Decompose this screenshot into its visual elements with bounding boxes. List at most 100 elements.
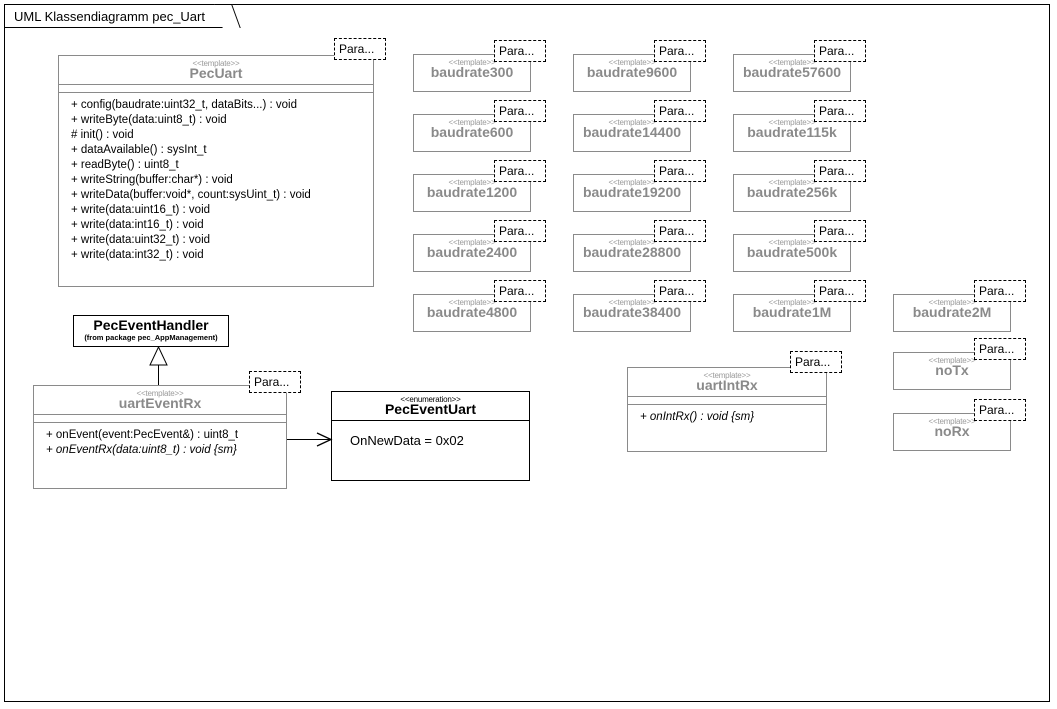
class-header-pecuart: <<template>> PecUart	[59, 56, 373, 84]
stereotype-label: <<template>>	[608, 178, 656, 187]
stereotype-label: <<template>>	[928, 356, 976, 365]
class-box-baudrate28800[interactable]: <<template>>baudrate28800	[573, 234, 691, 272]
class-header-baudrate300: <<template>>baudrate300	[414, 55, 530, 83]
template-parameter-tab[interactable]: Para...	[814, 220, 866, 242]
class-header-baudrate19200: <<template>>baudrate19200	[574, 175, 690, 203]
class-name-label: baudrate14400	[582, 124, 682, 140]
class-name-label: noTx	[935, 362, 969, 378]
stereotype-label: <<template>>	[448, 238, 496, 247]
template-parameter-tab[interactable]: Para...	[334, 38, 386, 60]
class-name-label: baudrate9600	[586, 64, 678, 80]
class-header-baudrate115k: <<template>>baudrate115k	[734, 115, 850, 143]
method-row: + config(baudrate:uint32_t, dataBits...)…	[71, 99, 297, 111]
class-box-baudrate2m[interactable]: <<template>>baudrate2M	[893, 294, 1011, 332]
template-parameter-tab[interactable]: Para...	[494, 100, 546, 122]
stereotype-label: <<template>>	[768, 178, 816, 187]
class-box-pecuart[interactable]: <<template>> PecUart + config(baudrate:u…	[58, 55, 374, 287]
template-parameter-tab[interactable]: Para...	[249, 371, 301, 393]
template-parameter-tab[interactable]: Para...	[494, 40, 546, 62]
template-parameter-tab[interactable]: Para...	[654, 40, 706, 62]
method-row: + write(data:uint32_t) : void	[71, 234, 211, 246]
stereotype-label: <<template>>	[768, 58, 816, 67]
class-box-baudrate14400[interactable]: <<template>>baudrate14400	[573, 114, 691, 152]
template-parameter-tab[interactable]: Para...	[494, 160, 546, 182]
template-parameter-tab[interactable]: Para...	[494, 280, 546, 302]
class-header-baudrate2400: <<template>>baudrate2400	[414, 235, 530, 263]
template-parameter-tab[interactable]: Para...	[654, 280, 706, 302]
template-parameter-tab[interactable]: Para...	[974, 280, 1026, 302]
compartment-separator	[59, 84, 373, 85]
generalization-arrowhead-icon	[149, 346, 168, 366]
class-box-peceventhandler[interactable]: PecEventHandler (from package pec_AppMan…	[73, 315, 229, 347]
class-name-label: noRx	[934, 423, 970, 439]
class-box-baudrate256k[interactable]: <<template>>baudrate256k	[733, 174, 851, 212]
diagram-title-tab: UML Klassendiagramm pec_Uart	[4, 4, 231, 28]
attribute-compartment	[34, 415, 286, 422]
operation-compartment-pecuart: + config(baudrate:uint32_t, dataBits...)…	[59, 93, 373, 269]
compartment-separator	[34, 414, 286, 415]
stereotype-label: <<enumeration>>	[400, 395, 461, 404]
template-parameter-tab[interactable]: Para...	[654, 160, 706, 182]
method-row: + writeByte(data:uint8_t) : void	[71, 114, 227, 126]
class-header-baudrate9600: <<template>>baudrate9600	[574, 55, 690, 83]
compartment-separator	[332, 420, 529, 421]
template-parameter-tab[interactable]: Para...	[974, 338, 1026, 360]
class-header-norx: <<template>> noRx	[894, 414, 1010, 442]
template-parameter-tab[interactable]: Para...	[814, 40, 866, 62]
stereotype-label: <<template>>	[768, 298, 816, 307]
class-name-label: baudrate500k	[746, 244, 838, 260]
class-header-baudrate28800: <<template>>baudrate28800	[574, 235, 690, 263]
method-row: + onIntRx() : void {sm}	[640, 411, 755, 423]
open-arrowhead-icon	[316, 432, 333, 447]
class-name-label: baudrate19200	[582, 184, 682, 200]
class-name-label: baudrate1200	[426, 184, 518, 200]
class-header-uartintrx: <<template>> uartIntRx	[628, 368, 826, 396]
stereotype-label: <<template>>	[448, 298, 496, 307]
class-header-baudrate500k: <<template>>baudrate500k	[734, 235, 850, 263]
template-parameter-tab[interactable]: Para...	[814, 160, 866, 182]
class-name-label: uartEventRx	[118, 395, 202, 411]
class-box-uarteventrx[interactable]: <<template>> uartEventRx + onEvent(event…	[33, 385, 287, 489]
compartment-separator	[628, 396, 826, 397]
class-box-peceventuart[interactable]: <<enumeration>> PecEventUart OnNewData =…	[331, 391, 530, 481]
stereotype-label: <<template>>	[448, 118, 496, 127]
method-row: + readByte() : uint8_t	[71, 159, 179, 171]
class-name-label: uartIntRx	[696, 377, 758, 393]
class-name-label: baudrate4800	[426, 304, 518, 320]
class-box-baudrate57600[interactable]: <<template>>baudrate57600	[733, 54, 851, 92]
stereotype-label: <<template>>	[608, 58, 656, 67]
class-header-peceventuart: <<enumeration>> PecEventUart	[332, 392, 529, 420]
compartment-separator	[59, 92, 373, 93]
template-parameter-tab[interactable]: Para...	[654, 100, 706, 122]
template-parameter-tab[interactable]: Para...	[654, 220, 706, 242]
class-name-label: baudrate300	[430, 64, 514, 80]
attribute-compartment	[628, 397, 826, 404]
class-box-baudrate38400[interactable]: <<template>>baudrate38400	[573, 294, 691, 332]
dependency-connector	[287, 439, 331, 440]
method-row: + onEvent(event:PecEvent&) : uint8_t	[46, 429, 239, 441]
stereotype-label: <<template>>	[192, 59, 240, 68]
template-parameter-tab[interactable]: Para...	[814, 100, 866, 122]
class-name-label: PecEventUart	[384, 401, 477, 417]
class-box-notx[interactable]: <<template>> noTx	[893, 352, 1011, 390]
stereotype-label: <<template>>	[703, 371, 751, 380]
template-parameter-tab[interactable]: Para...	[494, 220, 546, 242]
stereotype-label: <<template>>	[608, 298, 656, 307]
template-parameter-tab[interactable]: Para...	[974, 399, 1026, 421]
class-box-uartintrx[interactable]: <<template>> uartIntRx + onIntRx() : voi…	[627, 367, 827, 452]
stereotype-label: <<template>>	[768, 238, 816, 247]
method-row: + writeData(buffer:void*, count:sysUint_…	[71, 189, 311, 201]
template-parameter-tab[interactable]: Para...	[790, 351, 842, 373]
method-row: + write(data:int16_t) : void	[71, 219, 204, 231]
class-box-baudrate1m[interactable]: <<template>>baudrate1M	[733, 294, 851, 332]
class-name-label: baudrate38400	[582, 304, 682, 320]
enum-literal-row: OnNewData = 0x02	[350, 433, 464, 448]
class-header-baudrate38400: <<template>>baudrate38400	[574, 295, 690, 323]
template-parameter-tab[interactable]: Para...	[814, 280, 866, 302]
stereotype-label: <<template>>	[136, 389, 184, 398]
class-name-label: baudrate1M	[752, 304, 832, 320]
method-row: # init() : void	[71, 129, 134, 141]
stereotype-label: <<template>>	[448, 178, 496, 187]
class-box-baudrate4800[interactable]: <<template>>baudrate4800	[413, 294, 531, 332]
class-header-baudrate1m: <<template>>baudrate1M	[734, 295, 850, 323]
